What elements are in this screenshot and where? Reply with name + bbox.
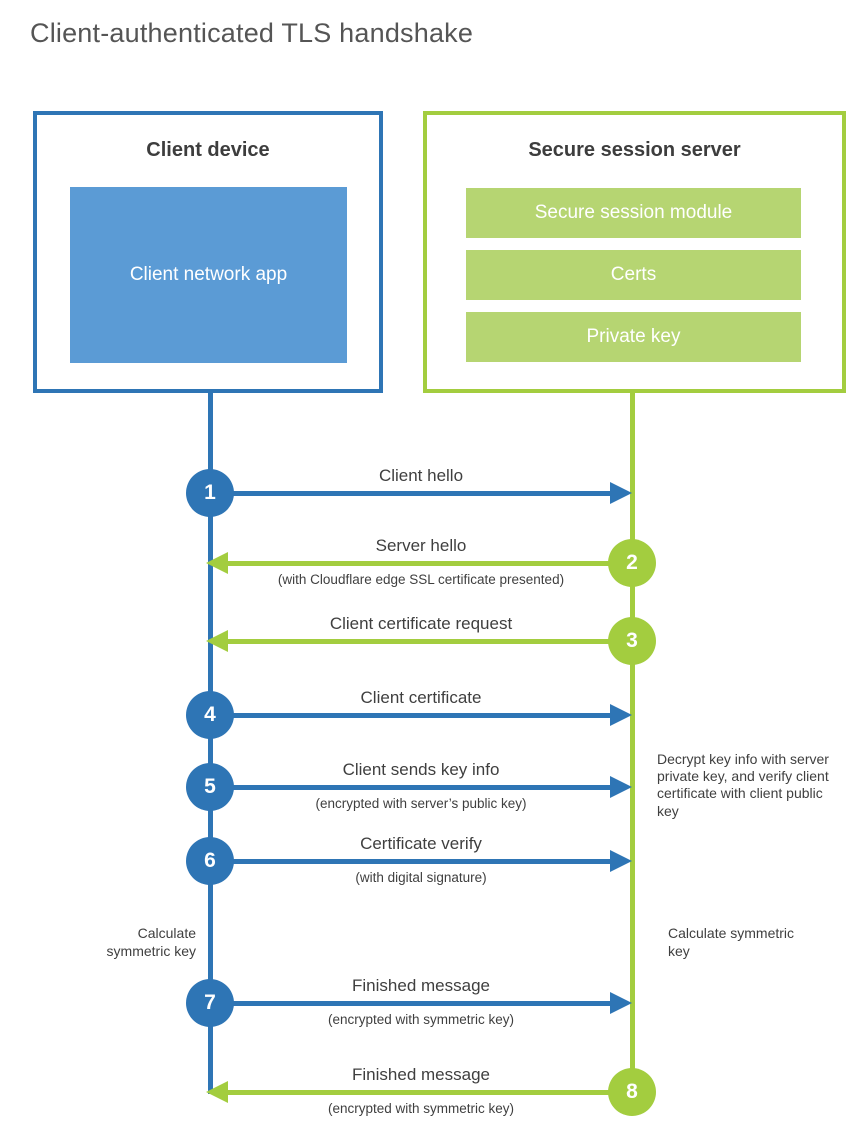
step-4-number: 4 [204,703,216,726]
step-3-circle: 3 [608,617,656,665]
step-2-label: Server hello [375,536,467,555]
step-4-label: Client certificate [360,688,482,707]
step-5-arrowhead-icon [610,776,632,798]
step-2-number: 2 [626,551,638,574]
step-7-label: Finished message [352,976,490,995]
secure-session-server-title: Secure session server [528,139,741,161]
step-6-circle: 6 [186,837,234,885]
page-title: Client-authenticated TLS handshake [30,18,474,48]
client-network-app-label: Client network app [129,264,288,286]
step-6-number: 6 [204,849,216,872]
step-5-arrow [213,785,612,790]
server-bar-private-key: Private key [466,312,801,362]
step-7-arrowhead-icon [610,992,632,1014]
step-5-number: 5 [204,775,216,798]
step-6-arrow [213,859,612,864]
step-5-label: Client sends key info [342,760,500,779]
step-1-label: Client hello [378,466,464,485]
client-lifeline [208,393,213,1094]
step-5-sublabel: (encrypted with server’s public key) [315,796,527,811]
step-8-sublabel: (encrypted with symmetric key) [327,1101,515,1116]
step-4-arrow [213,713,612,718]
step-4-arrowhead-icon [610,704,632,726]
client-network-app-block: Client network app [70,187,347,363]
calculate-symmetric-key-note-server: Calculate symmetric key [668,925,795,959]
calculate-symmetric-key-note-client: Calculate symmetric key [106,925,196,959]
step-7-circle: 7 [186,979,234,1027]
step-2-circle: 2 [608,539,656,587]
step-2-arrow [227,561,630,566]
server-bar-certs: Certs [466,250,801,300]
server-lifeline [630,393,635,1092]
step-2-sublabel: (with Cloudflare edge SSL certificate pr… [277,572,565,587]
decrypt-key-note: Decrypt key info with server private key… [657,751,829,819]
step-8-number: 8 [626,1080,638,1103]
step-8-label: Finished message [352,1065,490,1084]
step-1-circle: 1 [186,469,234,517]
step-2-arrowhead-icon [206,552,228,574]
step-1-arrowhead-icon [610,482,632,504]
server-bar-secure-session-module: Secure session module [466,188,801,238]
step-8-arrowhead-icon [206,1081,228,1103]
step-7-number: 7 [204,991,216,1014]
step-3-arrowhead-icon [206,630,228,652]
step-4-circle: 4 [186,691,234,739]
step-3-label: Client certificate request [329,614,513,633]
step-7-sublabel: (encrypted with symmetric key) [327,1012,515,1027]
client-device-title: Client device [146,139,270,161]
step-8-arrow [227,1090,630,1095]
step-6-sublabel: (with digital signature) [355,870,487,885]
step-7-arrow [213,1001,612,1006]
step-6-label: Certificate verify [360,834,482,853]
step-5-circle: 5 [186,763,234,811]
step-6-arrowhead-icon [610,850,632,872]
step-1-number: 1 [204,481,216,504]
step-8-circle: 8 [608,1068,656,1116]
step-1-arrow [213,491,612,496]
step-3-arrow [227,639,630,644]
step-3-number: 3 [626,629,638,652]
